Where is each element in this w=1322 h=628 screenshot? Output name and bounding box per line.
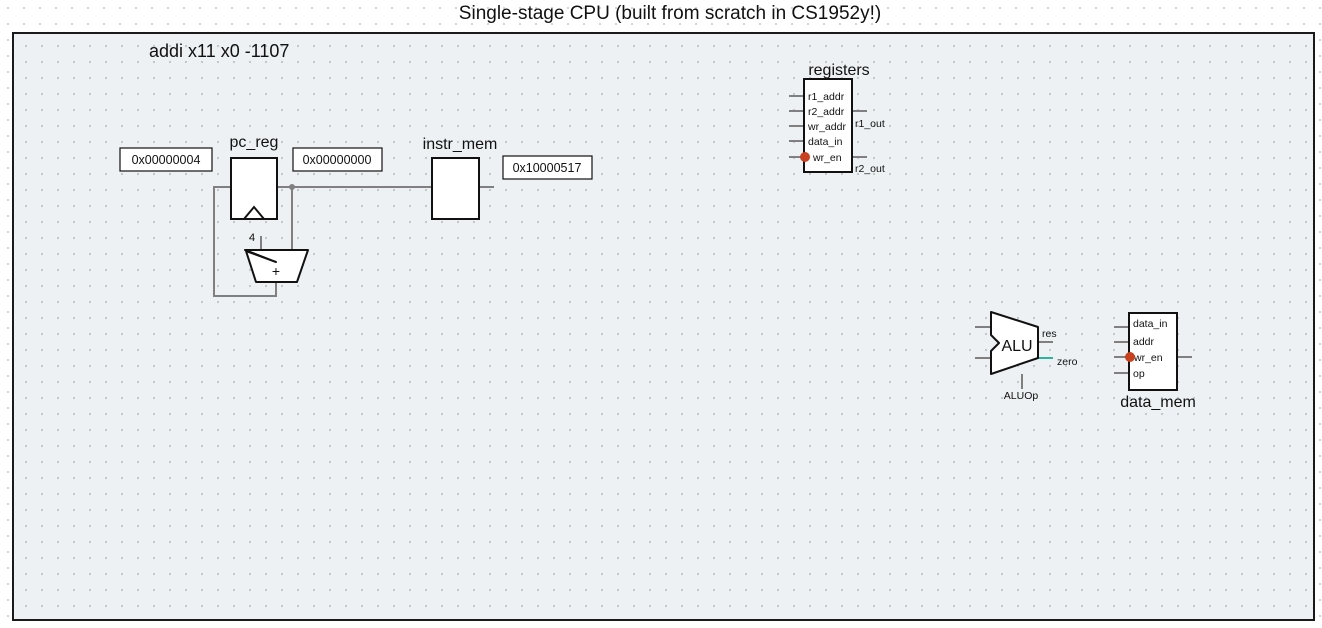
alu[interactable] bbox=[990, 311, 1039, 375]
instr-mem-block[interactable] bbox=[431, 157, 480, 220]
instr-out-probe[interactable]: 0x10000517 bbox=[502, 155, 593, 180]
reg-port-r2-addr: r2_addr bbox=[808, 106, 845, 118]
data-mem-label: data_mem bbox=[1120, 394, 1196, 411]
instr-out-value: 0x10000517 bbox=[513, 161, 582, 175]
alu-zero-label: zero bbox=[1057, 356, 1078, 368]
alu-label: ALU bbox=[1001, 338, 1032, 355]
data-mem-port-addr: addr bbox=[1133, 336, 1155, 348]
registers-label: registers bbox=[808, 62, 869, 79]
reg-port-data-in: data_in bbox=[808, 136, 843, 148]
circuit-canvas[interactable] bbox=[12, 32, 1315, 621]
diagram-title: Single-stage CPU (built from scratch in … bbox=[458, 3, 882, 24]
reg-port-wr-en: wr_en bbox=[812, 152, 842, 164]
pc-reg-label: pc_reg bbox=[230, 134, 279, 151]
adder[interactable] bbox=[244, 249, 309, 283]
pc-next-probe[interactable]: 0x00000004 bbox=[119, 147, 213, 172]
alu-res-label: res bbox=[1042, 328, 1057, 340]
data-mem-port-data-in: data_in bbox=[1133, 318, 1168, 330]
pc-next-value: 0x00000004 bbox=[132, 153, 201, 167]
register-file[interactable] bbox=[803, 78, 853, 173]
pc-value: 0x00000000 bbox=[303, 153, 372, 167]
wires bbox=[213, 95, 1192, 389]
instruction-label: addi x11 x0 -1107 bbox=[149, 41, 289, 61]
reg-port-r1-out: r1_out bbox=[855, 118, 885, 130]
wire-pc-to-adder bbox=[284, 187, 293, 251]
alu-op-label: ALUOp bbox=[1004, 390, 1039, 402]
clock-triangle-icon bbox=[243, 205, 265, 220]
data-mem-port-wr-en: wr_en bbox=[1133, 352, 1163, 364]
wire-adder-to-pc bbox=[213, 186, 277, 297]
data-mem-wr-en-pin-icon[interactable] bbox=[1125, 352, 1135, 362]
wire-junction bbox=[289, 184, 295, 190]
reg-port-r2-out: r2_out bbox=[855, 163, 885, 175]
adder-plus-label: + bbox=[272, 263, 280, 279]
reg-wr-en-pin-icon[interactable] bbox=[800, 152, 810, 162]
reg-port-r1-addr: r1_addr bbox=[808, 91, 845, 103]
reg-port-wr-addr: wr_addr bbox=[807, 121, 846, 133]
pc-register[interactable] bbox=[230, 157, 278, 220]
instr-mem-label: instr_mem bbox=[423, 136, 498, 153]
pc-value-probe[interactable]: 0x00000000 bbox=[292, 147, 383, 172]
data-mem-block[interactable] bbox=[1128, 312, 1178, 391]
adder-constant-label: 4 bbox=[249, 232, 255, 244]
data-mem-port-op: op bbox=[1133, 368, 1145, 380]
